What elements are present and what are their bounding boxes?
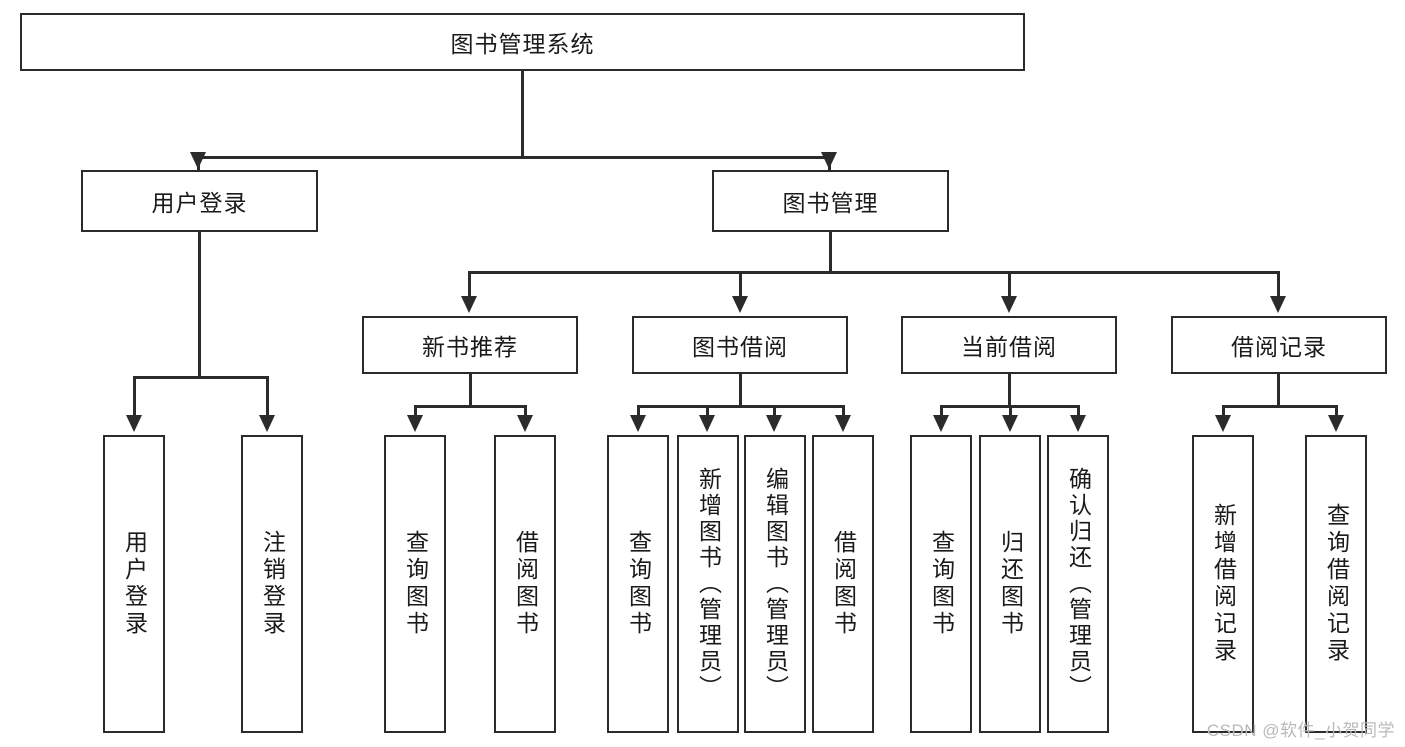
node-label: 图书管理 [782, 190, 879, 216]
leaf-br-add-record[interactable]: 新增借阅记录 [1192, 435, 1254, 733]
edge-user-login-stem [198, 232, 201, 378]
arrowhead-bb-leaf-1 [630, 415, 646, 432]
node-label: 借阅记录 [1231, 334, 1327, 360]
edge-bm-drop-4 [1277, 271, 1280, 304]
edge-user-login-drop-1 [133, 376, 136, 421]
node-root-system[interactable]: 图书管理系统 [20, 13, 1025, 71]
edge-user-login-bus [133, 376, 268, 379]
leaf-bb-borrow-book[interactable]: 借阅图书 [812, 435, 874, 733]
arrowhead-new-book-recommend [461, 296, 477, 313]
arrowhead-leaf-logout [259, 415, 275, 432]
edge-br-drop-1 [1222, 405, 1225, 421]
arrowhead-book-borrow [732, 296, 748, 313]
leaf-logout[interactable]: 注销登录 [241, 435, 303, 733]
node-label: 图书借阅 [692, 334, 788, 360]
edge-book-manage-bus [468, 271, 1280, 274]
edge-bb-drop-2 [706, 405, 709, 421]
arrowhead-cb-leaf-3 [1070, 415, 1086, 432]
edge-nbr-bus [414, 405, 527, 408]
arrowhead-bb-leaf-2 [699, 415, 715, 432]
node-label: 新增借阅记录 [1210, 503, 1237, 665]
node-label: 归还图书 [997, 530, 1024, 638]
node-label: 查询借阅记录 [1323, 503, 1350, 665]
edge-bb-drop-3 [773, 405, 776, 421]
edge-bm-drop-2 [739, 271, 742, 304]
edge-cb-drop-1 [940, 405, 943, 421]
node-label: 查询图书 [402, 530, 429, 638]
edge-root-bus [197, 156, 830, 159]
edge-nbr-drop-2 [524, 405, 527, 421]
leaf-br-query-record[interactable]: 查询借阅记录 [1305, 435, 1367, 733]
edge-bb-drop-4 [842, 405, 845, 421]
node-user-login[interactable]: 用户登录 [81, 170, 318, 232]
node-current-borrow[interactable]: 当前借阅 [901, 316, 1117, 374]
node-label: 用户登录 [121, 530, 148, 638]
node-new-book-recommend[interactable]: 新书推荐 [362, 316, 578, 374]
leaf-cb-confirm-return-admin[interactable]: 确认归还（管理员） [1047, 435, 1109, 733]
edge-bm-drop-1 [468, 271, 471, 304]
leaf-nbr-borrow-book[interactable]: 借阅图书 [494, 435, 556, 733]
edge-book-manage-stem [829, 232, 832, 272]
node-label: 查询图书 [928, 530, 955, 638]
edge-br-drop-2 [1335, 405, 1338, 421]
edge-bb-stem [739, 374, 742, 407]
leaf-bb-query-book[interactable]: 查询图书 [607, 435, 669, 733]
arrowhead-cb-leaf-2 [1002, 415, 1018, 432]
node-label: 借阅图书 [830, 530, 857, 638]
arrowhead-nbr-leaf-2 [517, 415, 533, 432]
arrowhead-current-borrow [1001, 296, 1017, 313]
edge-root-stem [521, 71, 524, 157]
arrowhead-leaf-user-login [126, 415, 142, 432]
edge-cb-drop-2 [1009, 405, 1012, 421]
node-label: 查询图书 [625, 530, 652, 638]
node-label: 新书推荐 [422, 334, 518, 360]
leaf-cb-query-book[interactable]: 查询图书 [910, 435, 972, 733]
leaf-cb-return-book[interactable]: 归还图书 [979, 435, 1041, 733]
edge-bm-drop-3 [1008, 271, 1011, 304]
arrowhead-nbr-leaf-1 [407, 415, 423, 432]
edge-bb-drop-1 [637, 405, 640, 421]
leaf-nbr-query-book[interactable]: 查询图书 [384, 435, 446, 733]
edge-br-bus [1222, 405, 1338, 408]
node-borrow-record[interactable]: 借阅记录 [1171, 316, 1387, 374]
arrowhead-bb-leaf-3 [766, 415, 782, 432]
node-book-manage[interactable]: 图书管理 [712, 170, 949, 232]
node-label: 图书管理系统 [450, 31, 595, 57]
arrowhead-br-leaf-1 [1215, 415, 1231, 432]
edge-nbr-drop-1 [414, 405, 417, 421]
node-label: 注销登录 [259, 530, 286, 638]
edge-br-stem [1277, 374, 1280, 407]
node-label: 借阅图书 [512, 530, 539, 638]
arrowhead-borrow-record [1270, 296, 1286, 313]
arrowhead-book-manage [821, 152, 837, 169]
arrowhead-cb-leaf-1 [933, 415, 949, 432]
edge-cb-drop-3 [1077, 405, 1080, 421]
edge-user-login-drop-2 [266, 376, 269, 421]
node-label: 确认归还（管理员） [1065, 467, 1092, 701]
node-label: 当前借阅 [961, 334, 1057, 360]
arrowhead-br-leaf-2 [1328, 415, 1344, 432]
edge-bb-bus [637, 405, 845, 408]
leaf-bb-add-book-admin[interactable]: 新增图书（管理员） [677, 435, 739, 733]
node-label: 新增图书（管理员） [695, 467, 722, 701]
node-book-borrow[interactable]: 图书借阅 [632, 316, 848, 374]
edge-cb-stem [1008, 374, 1011, 407]
node-label: 用户登录 [151, 190, 248, 216]
arrowhead-bb-leaf-4 [835, 415, 851, 432]
node-label: 编辑图书（管理员） [762, 467, 789, 701]
edge-nbr-stem [469, 374, 472, 407]
leaf-bb-edit-book-admin[interactable]: 编辑图书（管理员） [744, 435, 806, 733]
arrowhead-user-login [190, 152, 206, 169]
leaf-user-login[interactable]: 用户登录 [103, 435, 165, 733]
